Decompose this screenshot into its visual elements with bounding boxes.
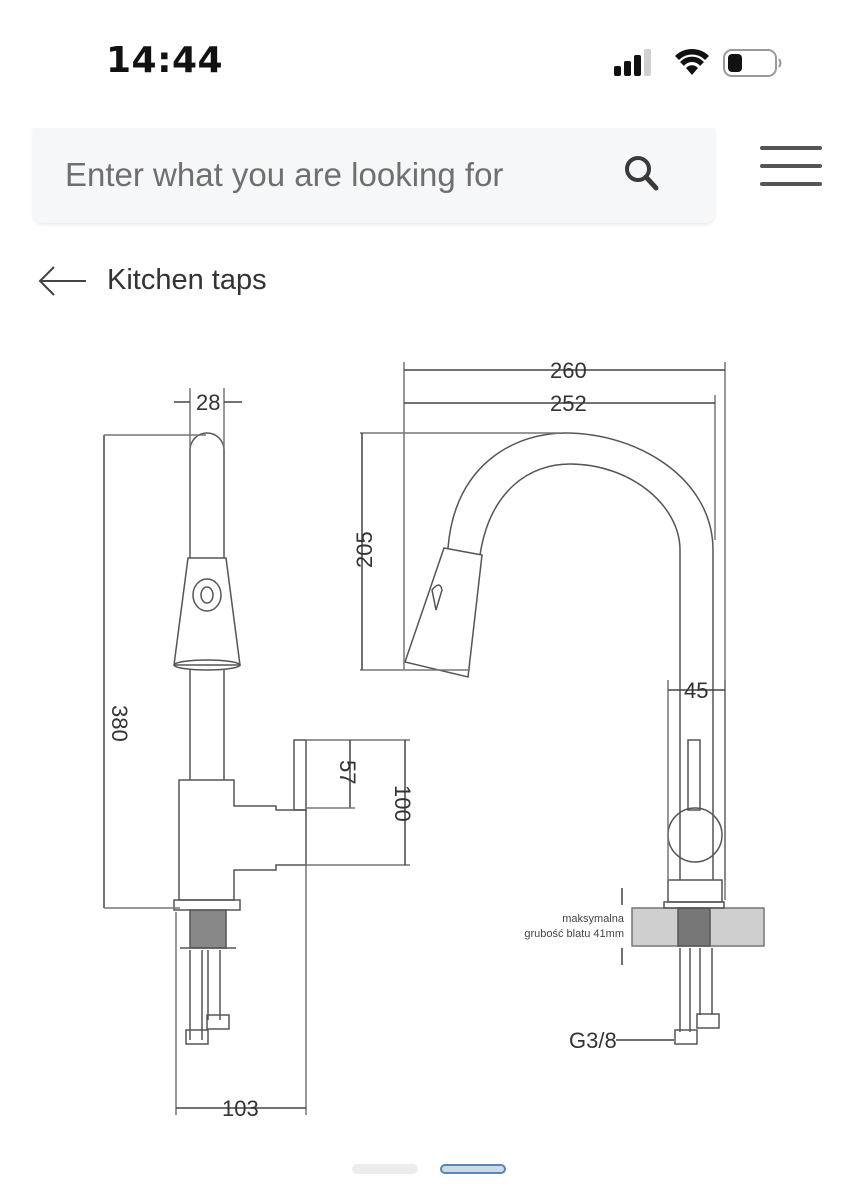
carousel-dot-2-active[interactable] (440, 1164, 506, 1174)
dim-reach-inner: 252 (550, 391, 587, 416)
countertop-note-line1: maksymalna (562, 913, 625, 925)
dim-reach-outer: 260 (550, 358, 587, 383)
search-icon[interactable] (616, 148, 668, 200)
carousel-pagination (352, 1164, 512, 1178)
dim-height-total: 380 (107, 705, 132, 742)
wifi-icon (675, 48, 709, 75)
search-bar (33, 128, 715, 223)
dim-lever-body-height: 100 (390, 785, 415, 822)
dim-base-width: 103 (222, 1096, 259, 1121)
carousel-dot-1[interactable] (352, 1164, 418, 1174)
dim-spout-height: 205 (352, 531, 377, 568)
dim-body-diameter: 45 (684, 678, 708, 703)
hamburger-menu-icon[interactable] (760, 146, 822, 190)
arrow-left-icon[interactable] (36, 264, 88, 298)
countertop-note-line2: grubość blatu 41mm (524, 928, 624, 940)
cellular-signal-icon (614, 49, 651, 76)
search-input[interactable] (65, 152, 605, 198)
dim-lever-height: 57 (335, 760, 360, 784)
status-time: 14:44 (106, 40, 224, 81)
battery-icon (723, 49, 782, 77)
dim-width-top: 28 (196, 390, 220, 415)
status-icons (614, 48, 782, 77)
connector-label: G3/8 (569, 1028, 617, 1053)
breadcrumb-category-link[interactable]: Kitchen taps (107, 264, 267, 296)
technical-drawing: 28 380 57 100 103 260 252 205 45 maksyma… (103, 358, 765, 1121)
status-bar: 14:44 (0, 0, 858, 120)
